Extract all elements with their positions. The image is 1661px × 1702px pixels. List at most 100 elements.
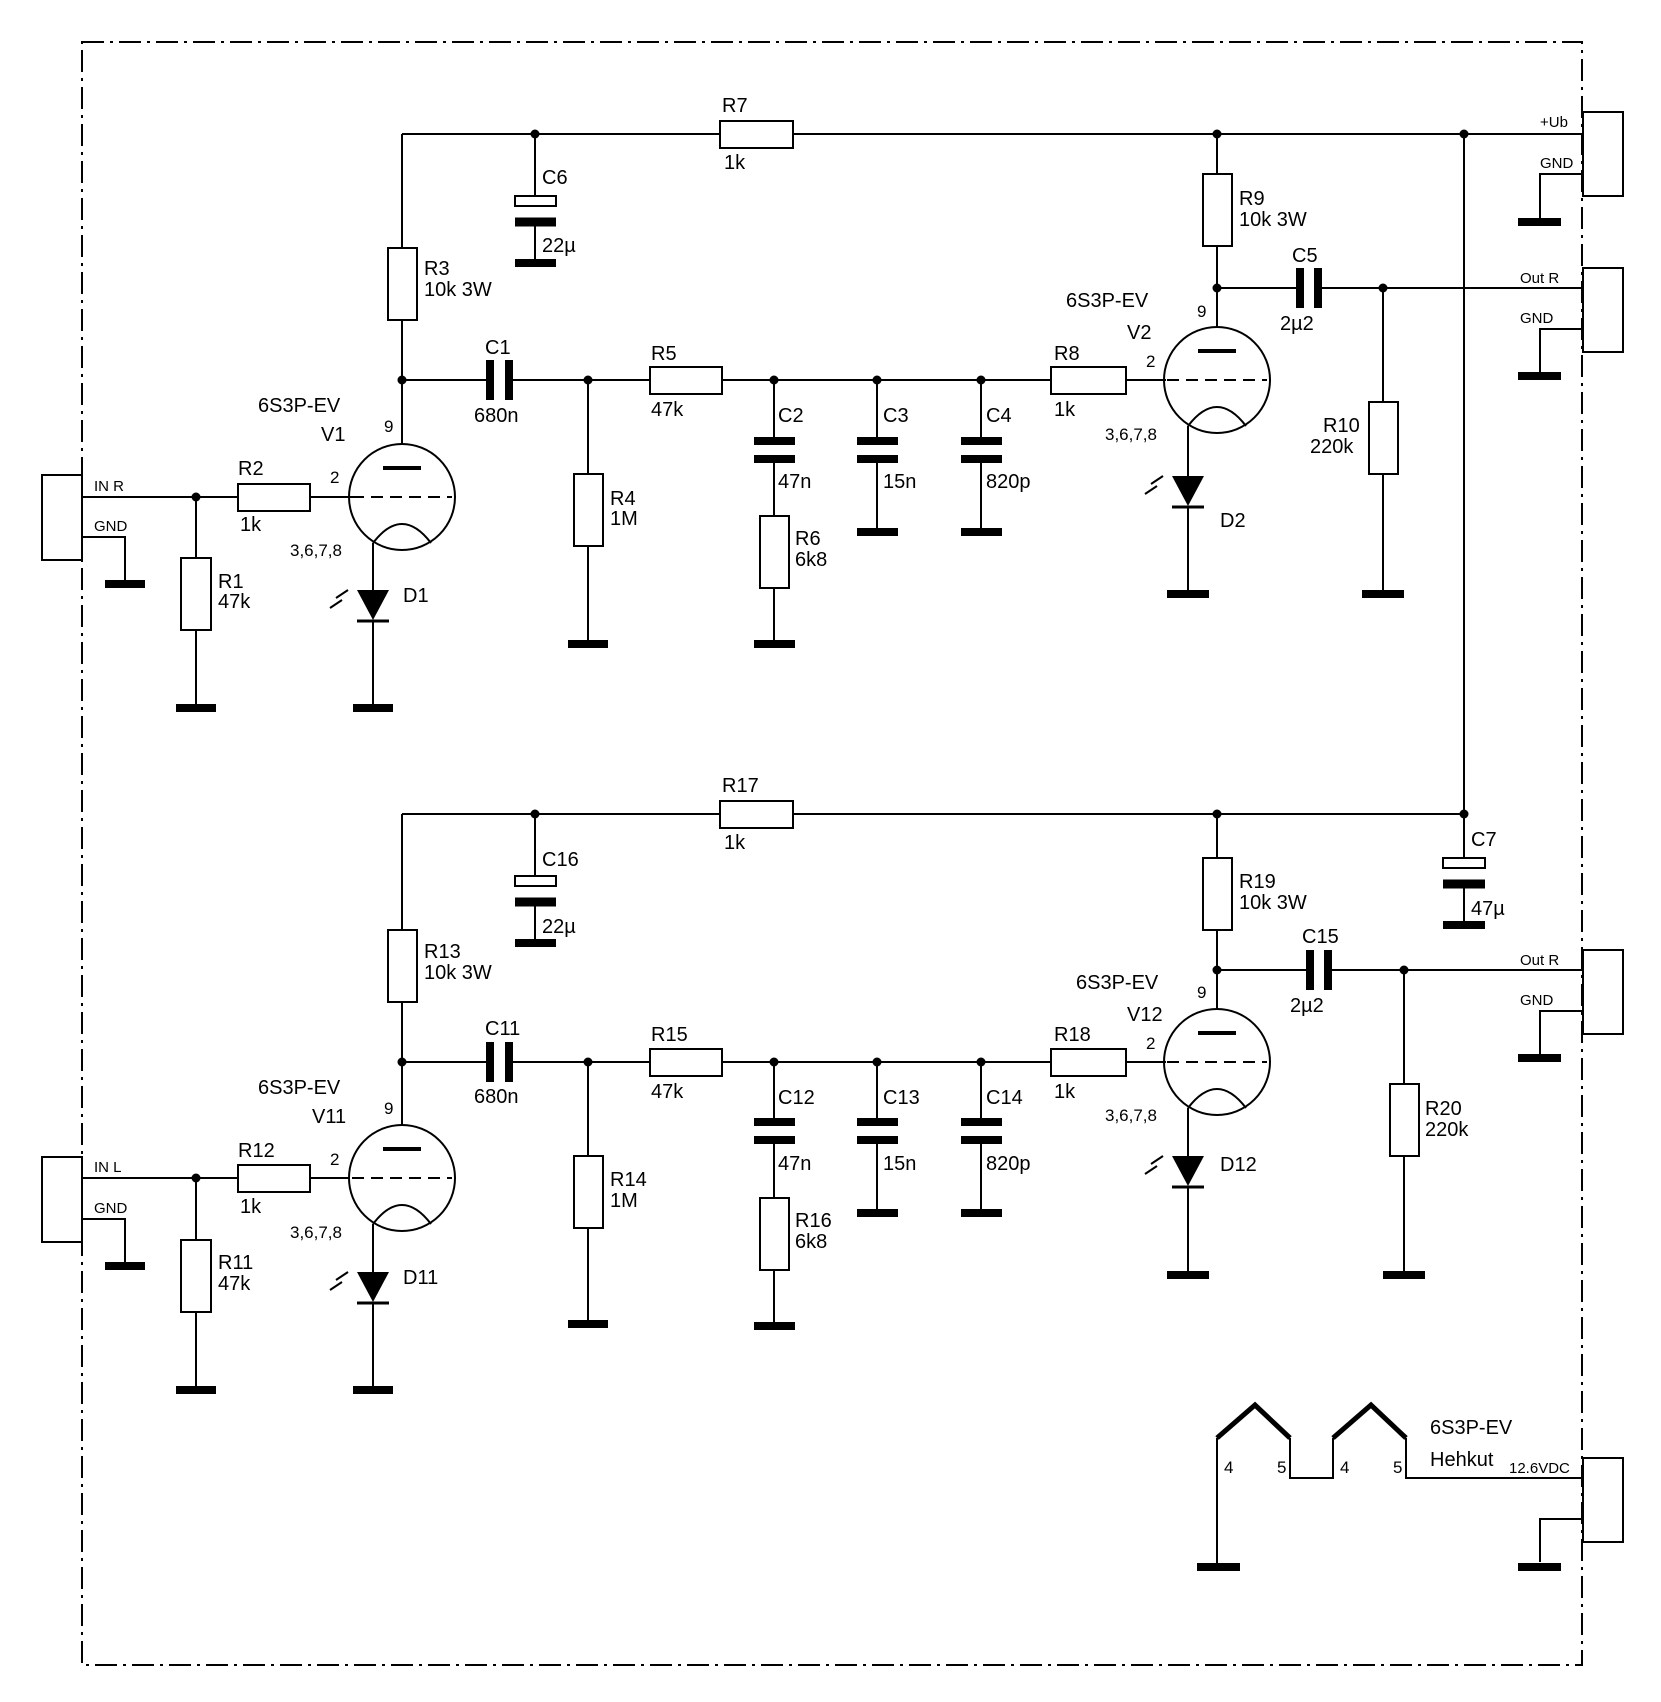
component-ref: C16	[542, 849, 579, 871]
connector-supply: +Ub GND	[1518, 111, 1624, 226]
component-value: 1k	[724, 152, 746, 174]
component-value: 10k 3W	[1239, 209, 1307, 231]
component-ref: C1	[485, 337, 511, 359]
pin-label: 5	[1393, 1458, 1402, 1477]
resistor-R14	[573, 1155, 604, 1229]
led-D11	[329, 1271, 389, 1305]
component-ref: C12	[778, 1087, 815, 1109]
component-value: 47k	[218, 591, 251, 613]
top-channel: IN R GND R1 47k R2 1k 2 9 3,6,7,8 6S3P-E…	[41, 95, 1624, 712]
component-ref: R5	[651, 343, 677, 365]
component-ref: R12	[238, 1140, 275, 1162]
component-ref: R1	[218, 571, 244, 593]
connector-label: IN L	[94, 1159, 122, 1176]
component-value: 820p	[986, 471, 1031, 493]
led-D1	[329, 589, 389, 623]
component-ref: R13	[424, 941, 461, 963]
component-ref: R4	[610, 488, 636, 510]
connector-out-r-bottom: Out R GND	[1518, 949, 1624, 1062]
component-value: 1k	[240, 514, 262, 536]
component-value: 6k8	[795, 1231, 827, 1253]
component-ref: C15	[1302, 926, 1339, 948]
tube-type: 6S3P-EV	[258, 395, 341, 417]
component-value: 22µ	[542, 235, 576, 257]
resistor-R20	[1389, 1083, 1420, 1157]
component-ref: R19	[1239, 871, 1276, 893]
component-value: 22µ	[542, 916, 576, 938]
component-ref: C4	[986, 405, 1012, 427]
component-value: 15n	[883, 1153, 916, 1175]
component-value: 680n	[474, 405, 519, 427]
connector-label: +Ub	[1540, 114, 1568, 131]
component-ref: C2	[778, 405, 804, 427]
component-value: 1M	[610, 1190, 638, 1212]
led-D2	[1144, 475, 1204, 509]
resistor-R2	[237, 483, 311, 512]
tube-type: 6S3P-EV	[1430, 1417, 1513, 1439]
heater-block: 4 5 4 5 6S3P-EV Hehkut 12.6VDC	[1197, 1401, 1624, 1571]
tube-type: 6S3P-EV	[1076, 972, 1159, 994]
resistor-R4	[573, 473, 604, 547]
component-ref: V2	[1127, 322, 1151, 344]
component-value: 10k 3W	[1239, 892, 1307, 914]
component-value: 2µ2	[1290, 995, 1324, 1017]
resistor-R19	[1202, 857, 1233, 931]
component-value: 2µ2	[1280, 313, 1314, 335]
component-ref: C11	[485, 1018, 520, 1040]
component-ref: D11	[403, 1267, 438, 1289]
connector-label: GND	[94, 518, 128, 535]
component-value: 1k	[240, 1196, 262, 1218]
connector-label: GND	[1520, 310, 1554, 327]
tube-V12	[1163, 1008, 1271, 1116]
resistor-R12	[237, 1164, 311, 1193]
component-ref: R15	[651, 1024, 688, 1046]
component-ref: D1	[403, 585, 429, 607]
tube-V2	[1163, 326, 1271, 434]
component-value: 680n	[474, 1086, 519, 1108]
component-value: 47n	[778, 471, 811, 493]
bottom-channel: IN L GND R11 47k R12 1k 2 9 3,6,7,8 6S3P…	[41, 775, 1624, 1394]
tube-type: 6S3P-EV	[1066, 290, 1149, 312]
pin-label: 3,6,7,8	[290, 541, 342, 560]
component-ref: D12	[1220, 1154, 1257, 1176]
pin-label: 2	[1146, 352, 1155, 371]
component-value: 47k	[218, 1273, 251, 1295]
component-ref: R7	[722, 95, 748, 117]
connector-heater: 12.6VDC	[1509, 1457, 1624, 1571]
capacitor-C7	[1442, 857, 1486, 869]
component-value: 1k	[1054, 399, 1076, 421]
pin-label: 5	[1277, 1458, 1286, 1477]
connector-out-r-top: Out R GND	[1518, 267, 1624, 380]
resistor-R16	[759, 1197, 790, 1271]
capacitor-C16	[514, 814, 557, 947]
pin-label: 4	[1224, 1458, 1233, 1477]
component-ref: R17	[722, 775, 759, 797]
resistor-R7	[719, 120, 794, 149]
component-ref: R3	[424, 258, 450, 280]
pin-label: 3,6,7,8	[290, 1223, 342, 1242]
resistor-R9	[1202, 173, 1233, 247]
component-value: 6k8	[795, 549, 827, 571]
connector-label: GND	[1540, 155, 1574, 172]
heater-label: Hehkut	[1430, 1449, 1494, 1471]
pin-label: 2	[330, 1150, 339, 1169]
resistor-R13	[387, 929, 418, 1003]
component-ref: V1	[321, 424, 345, 446]
component-ref: R10	[1323, 415, 1360, 437]
component-ref: C3	[883, 405, 909, 427]
frame-border	[81, 41, 1583, 1666]
connector-label: 12.6VDC	[1509, 1460, 1570, 1477]
connector-in-r: IN R GND	[41, 474, 162, 588]
component-value: 47k	[651, 399, 684, 421]
resistor-R3	[387, 247, 418, 321]
capacitor-C1	[486, 360, 513, 400]
connector-label: GND	[94, 1200, 128, 1217]
component-ref: R9	[1239, 188, 1265, 210]
tube-V11	[348, 1124, 456, 1232]
component-value: 47µ	[1471, 898, 1505, 920]
connector-in-l: IN L GND	[41, 1156, 162, 1270]
component-ref: V11	[312, 1106, 346, 1128]
pin-label: 9	[384, 417, 393, 436]
component-ref: C7	[1471, 829, 1497, 851]
pin-label: 9	[1197, 302, 1206, 321]
